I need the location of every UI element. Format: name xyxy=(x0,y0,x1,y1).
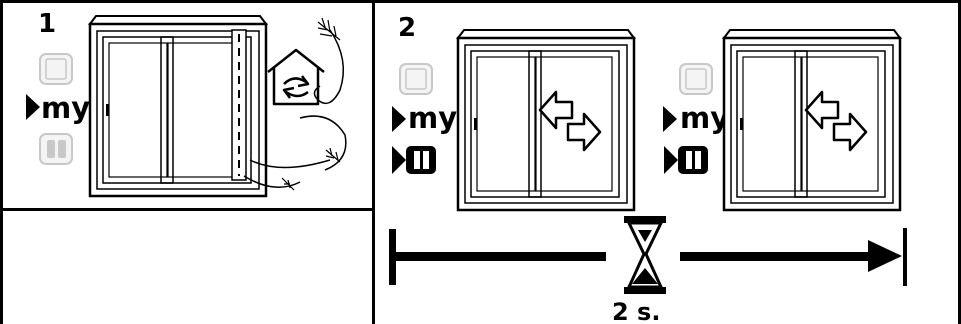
step-number-1: 1 xyxy=(38,9,56,39)
airflow-icon xyxy=(243,17,347,191)
panel1-bottom-border xyxy=(0,208,372,211)
window-icon xyxy=(722,28,902,212)
remote-key-empty xyxy=(399,63,433,95)
step-number-2: 2 xyxy=(398,13,416,43)
panel-2: 2 my my xyxy=(389,13,907,324)
duration-label: 2 s. xyxy=(612,298,660,324)
stop-key-icon xyxy=(392,146,436,174)
panel-1: 1 my xyxy=(26,9,347,198)
my-label: my xyxy=(680,101,729,135)
my-label: my xyxy=(408,101,457,135)
shutter-rail xyxy=(231,29,247,181)
double-arrow-icon xyxy=(538,90,602,152)
stop-key-icon xyxy=(664,146,708,174)
remote-key-empty xyxy=(679,63,713,95)
timeline-arrow-icon xyxy=(389,228,907,286)
my-play-icon xyxy=(663,106,677,132)
ventilation-house-icon xyxy=(267,48,325,106)
panel-right-border xyxy=(958,0,961,324)
window-icon xyxy=(456,28,636,212)
panel-left-border xyxy=(0,0,3,324)
pause-key-icon xyxy=(39,133,73,165)
my-play-icon xyxy=(26,94,40,120)
hourglass-icon xyxy=(622,214,668,296)
remote-control-1: my xyxy=(26,53,90,165)
panel-divider xyxy=(372,0,375,324)
remote-control-2a: my xyxy=(392,63,457,174)
double-arrow-icon xyxy=(804,90,868,152)
my-play-icon xyxy=(392,106,406,132)
remote-key-empty xyxy=(39,53,73,85)
remote-control-2b: my xyxy=(663,63,729,174)
panel-top-border xyxy=(0,0,961,3)
my-label: my xyxy=(41,91,90,125)
